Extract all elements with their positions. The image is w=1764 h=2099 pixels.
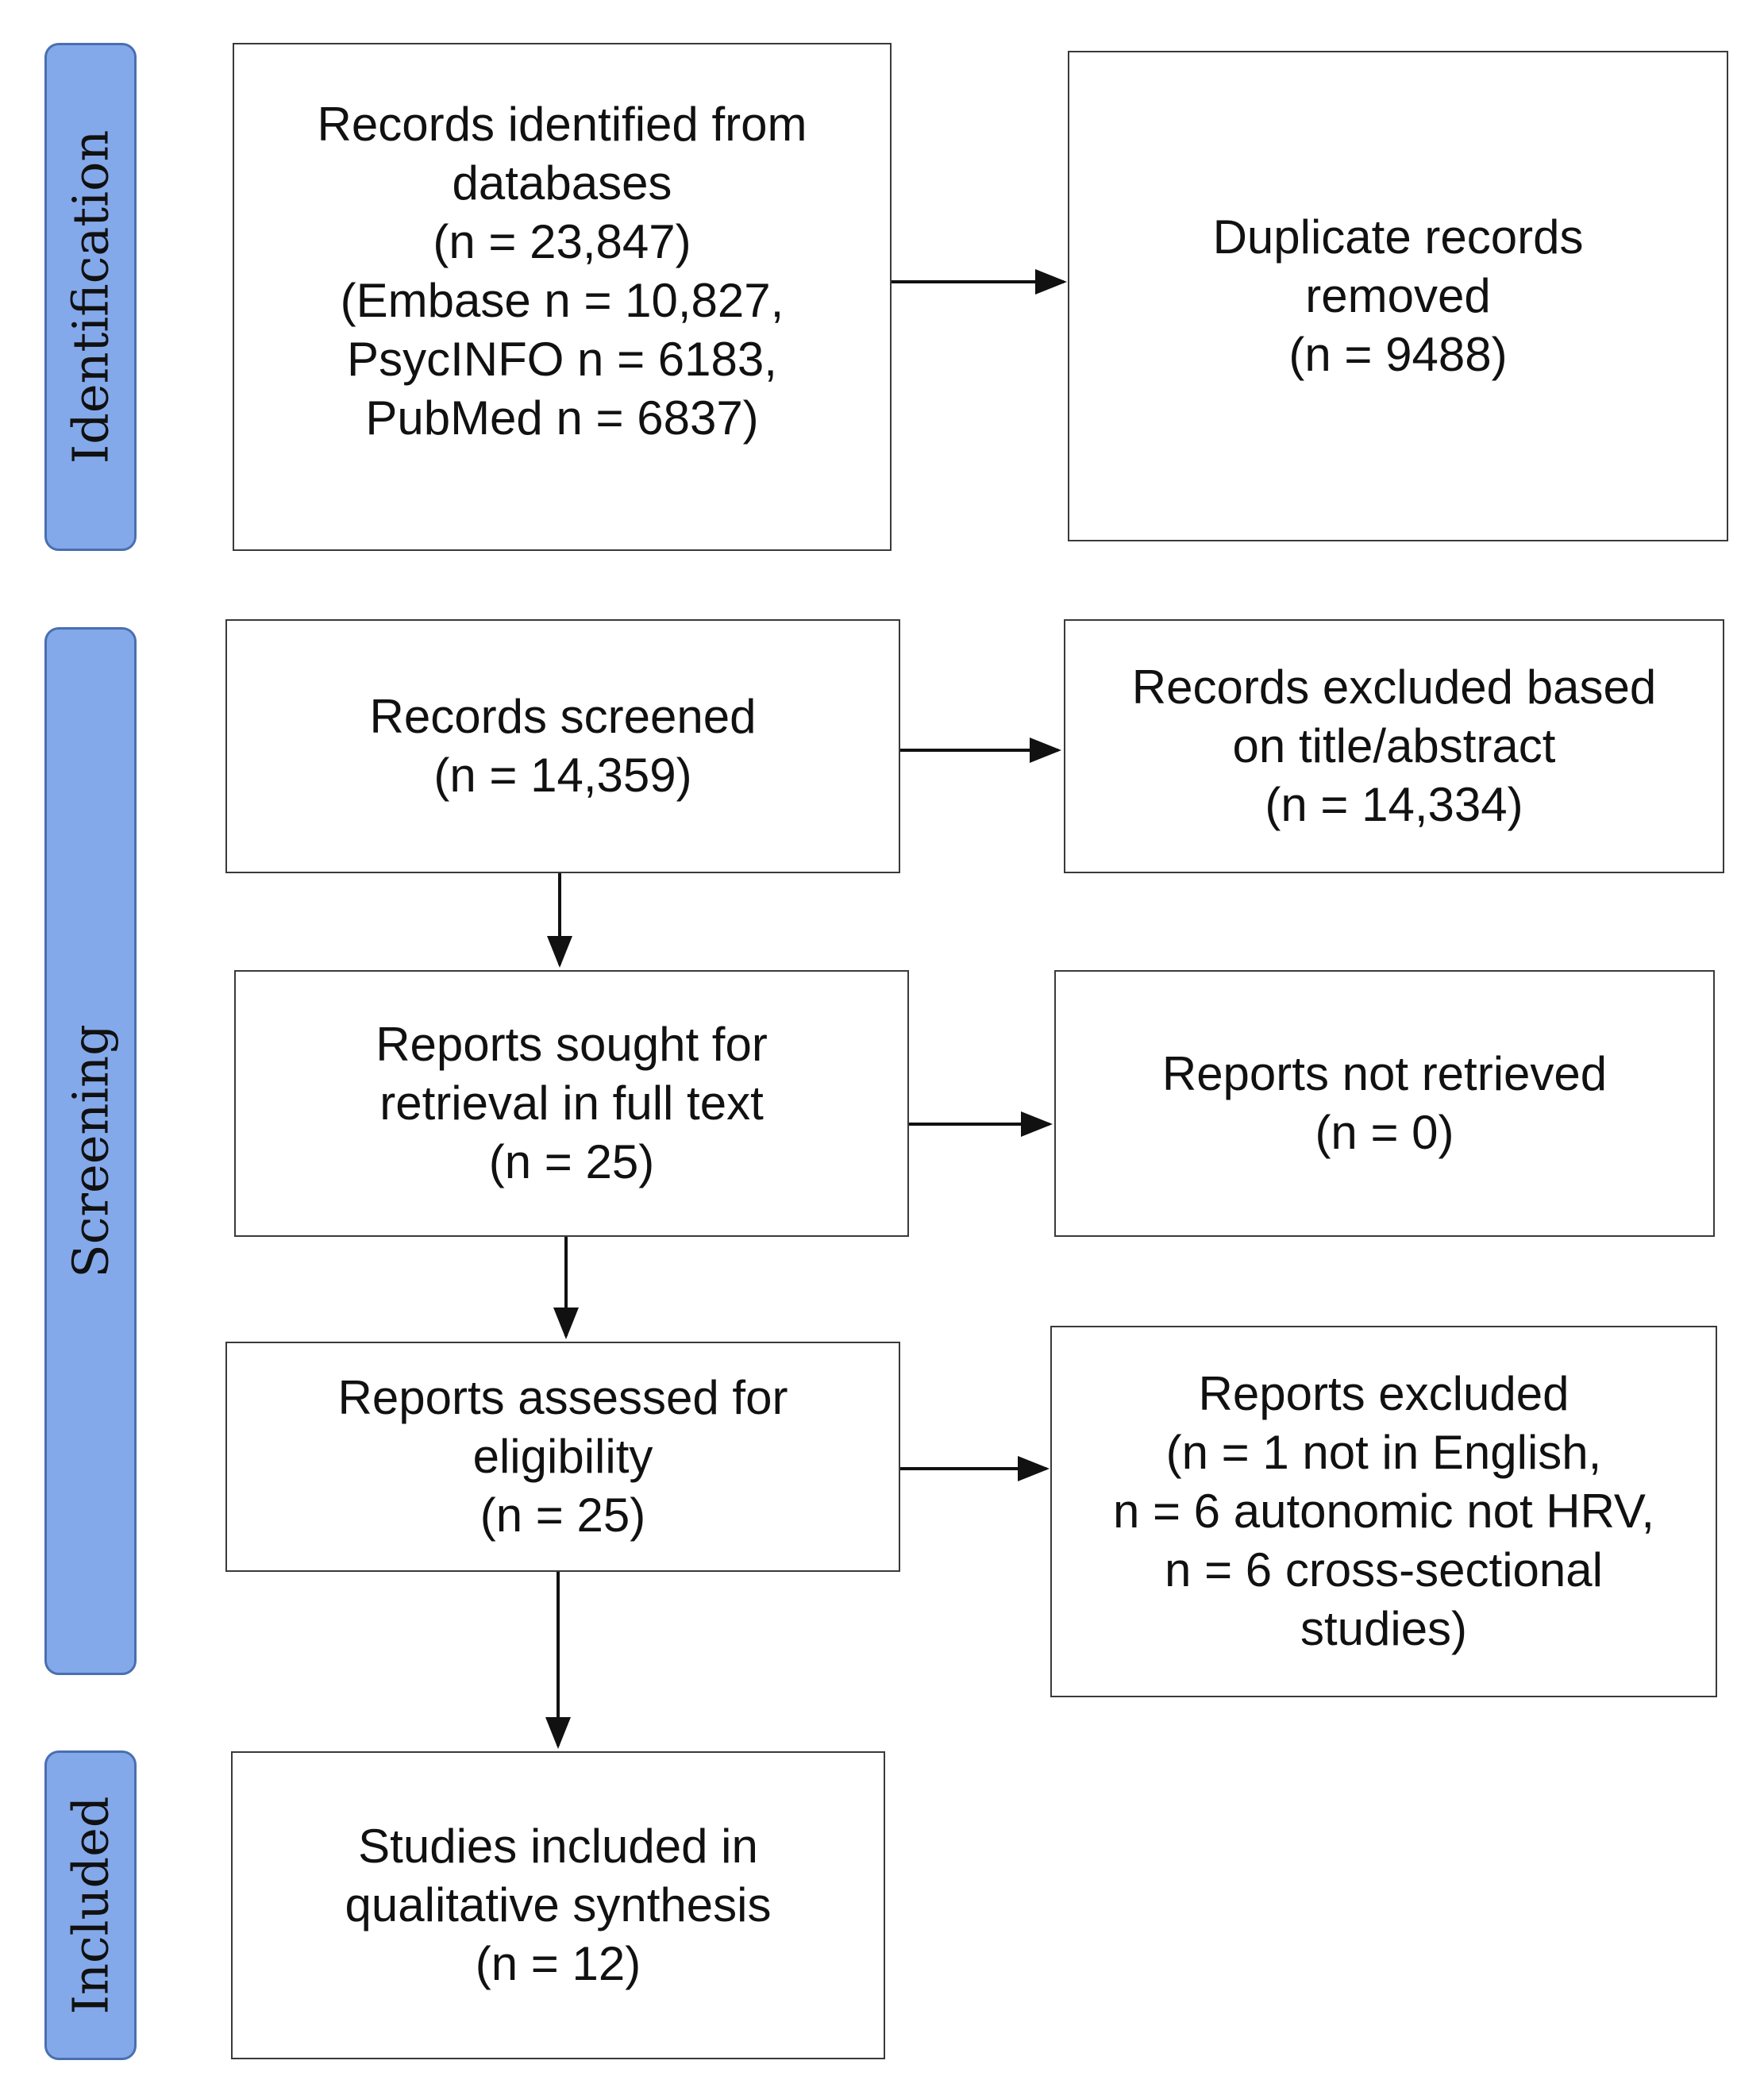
reports-assessed-text: Reports assessed for eligibility (n = 25… <box>337 1371 788 1542</box>
phase-label-identification: Identification <box>61 129 120 464</box>
phase-included: Included <box>44 1750 137 2060</box>
studies-included-text: Studies included in qualitative synthesi… <box>345 1820 772 1990</box>
reports-excluded-text: Reports excluded (n = 1 not in English, … <box>1112 1367 1655 1655</box>
studies-included-box: Studies included in qualitative synthesi… <box>231 1751 885 2059</box>
records-excluded-box: Records excluded based on title/abstract… <box>1064 619 1724 873</box>
records-screened-text: Records screened (n = 14,359) <box>369 690 757 802</box>
reports-sought-box: Reports sought for retrieval in full tex… <box>234 970 909 1237</box>
phase-identification: Identification <box>44 43 137 551</box>
duplicates-removed-box: Duplicate records removed (n = 9488) <box>1068 51 1728 541</box>
reports-sought-text: Reports sought for retrieval in full tex… <box>376 1018 768 1188</box>
records-screened-box: Records screened (n = 14,359) <box>225 619 900 873</box>
records-excluded-text: Records excluded based on title/abstract… <box>1131 661 1657 831</box>
phase-label-included: Included <box>61 1796 120 2015</box>
duplicates-removed-text: Duplicate records removed (n = 9488) <box>1212 210 1584 381</box>
phase-label-screening: Screening <box>61 1024 120 1278</box>
records-identified-text: Records identified from databases (n = 2… <box>317 98 807 445</box>
reports-assessed-box: Reports assessed for eligibility (n = 25… <box>225 1342 900 1572</box>
reports-not-retrieved-text: Reports not retrieved (n = 0) <box>1161 1047 1608 1159</box>
reports-excluded-box: Reports excluded (n = 1 not in English, … <box>1050 1326 1717 1697</box>
reports-not-retrieved-box: Reports not retrieved (n = 0) <box>1054 970 1715 1237</box>
phase-screening: Screening <box>44 627 137 1675</box>
records-identified-box: Records identified from databases (n = 2… <box>233 43 892 551</box>
